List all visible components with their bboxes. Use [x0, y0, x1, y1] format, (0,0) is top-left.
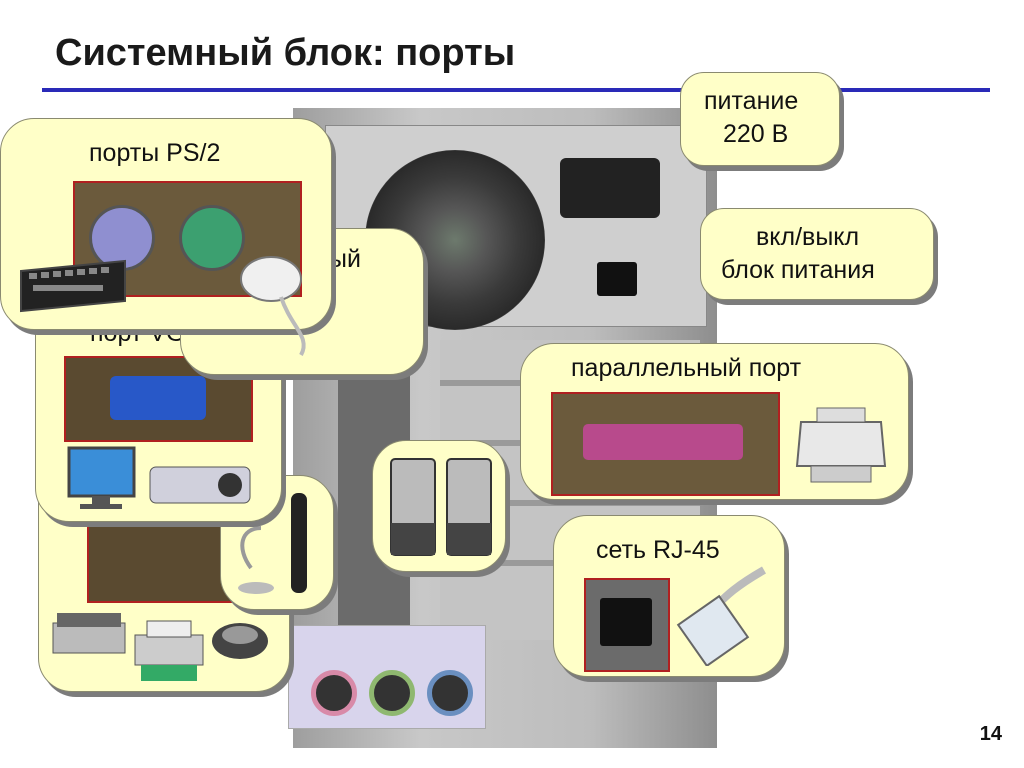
parallel-port-photo: [551, 392, 780, 496]
speakers-icon: [390, 458, 492, 556]
power-switch-icon: [597, 262, 637, 296]
ps2-label: порты PS/2: [89, 139, 221, 167]
audio-ports-area: [288, 625, 486, 729]
rj45-plug-icon: [676, 566, 766, 666]
power-label-line2: 220 В: [723, 120, 789, 148]
scanner-icon: [52, 613, 126, 654]
monitor-icon: [67, 446, 136, 509]
power-socket-icon: [560, 158, 660, 218]
parallel-label: параллельный порт: [571, 354, 802, 382]
rj45-port-photo: [584, 578, 670, 672]
ps2-callout: порты PS/2: [0, 118, 332, 356]
parallel-callout: параллельный порт: [520, 343, 909, 500]
optical-mouse-icon: [212, 623, 268, 659]
slide-number: 14: [979, 723, 1002, 745]
switch-label-line2: блок питания: [721, 256, 875, 284]
switch-callout: вкл/выкл блок питания: [700, 208, 934, 300]
network-label: сеть RJ-45: [596, 536, 720, 564]
microphone-icon: [238, 493, 307, 594]
power-label-line1: питание: [704, 87, 799, 115]
laser-printer-icon: [795, 407, 887, 483]
switch-label-line1: вкл/выкл: [756, 223, 860, 251]
network-callout: сеть RJ-45: [553, 515, 785, 677]
keyboard-icon: [20, 259, 126, 313]
title-underline: [42, 88, 990, 92]
slide-title: Системный блок: порты: [55, 32, 516, 74]
inkjet-printer-icon: [134, 620, 204, 681]
speakers-callout: [372, 440, 506, 572]
mouse-icon: [240, 256, 306, 356]
hidden-callout-fragment: ый: [329, 245, 361, 273]
power-callout: питание 220 В: [680, 72, 840, 166]
projector-icon: [149, 466, 251, 504]
